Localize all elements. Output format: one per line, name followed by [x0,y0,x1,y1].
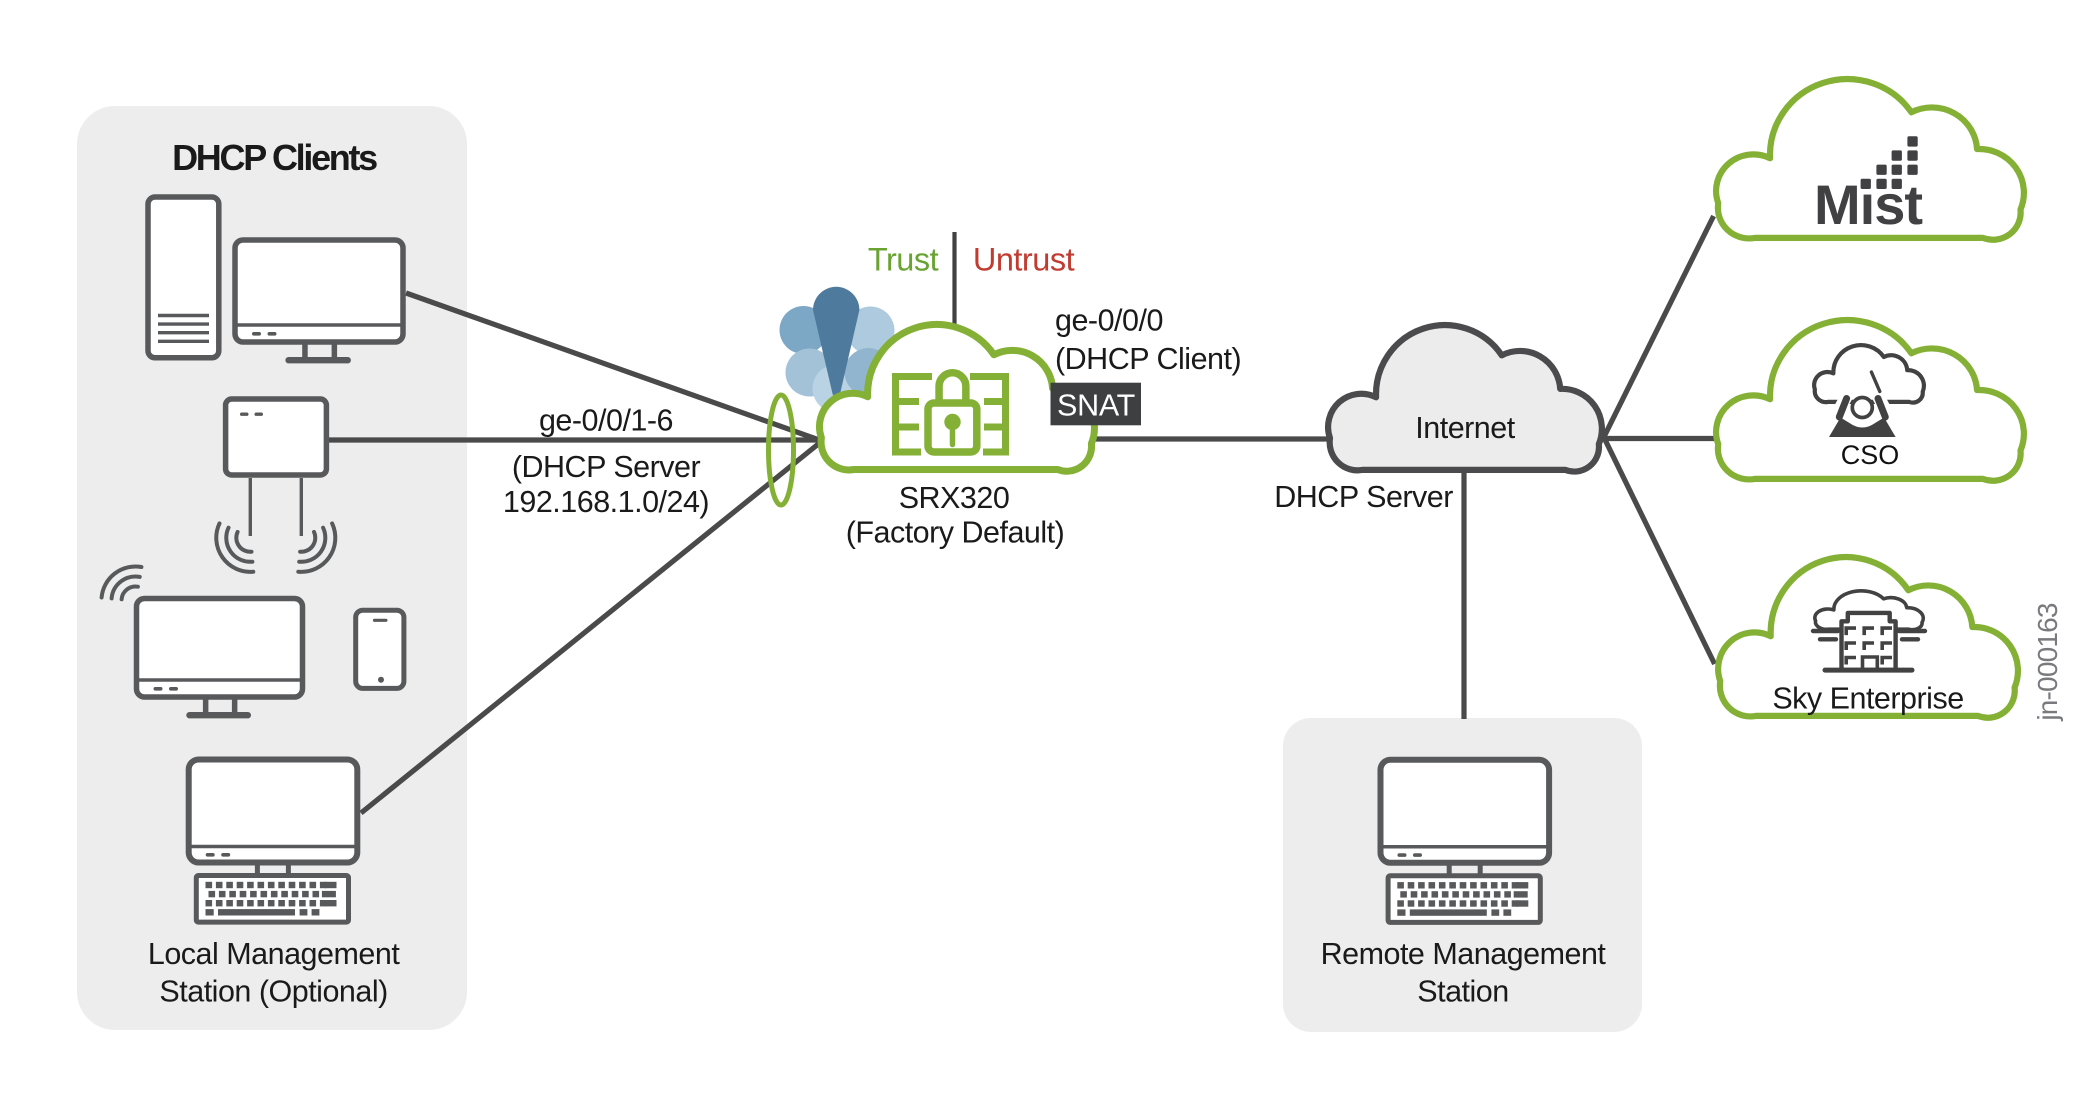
svg-text:Internet: Internet [1415,411,1515,445]
svg-text:ge-0/0/1-6: ge-0/0/1-6 [539,404,673,438]
svg-text:192.168.1.0/24): 192.168.1.0/24) [503,485,709,519]
svg-text:DHCP Server: DHCP Server [1274,480,1453,514]
svg-text:Station: Station [1417,975,1508,1009]
svg-text:Trust: Trust [868,242,939,278]
svg-text:(Factory Default): (Factory Default) [846,516,1065,550]
svg-text:DHCP Clients: DHCP Clients [172,137,377,178]
svg-text:Untrust: Untrust [973,242,1075,278]
svg-text:Mıst: Mıst [1814,173,1922,236]
svg-text:Station (Optional): Station (Optional) [159,975,387,1009]
svg-text:SNAT: SNAT [1057,389,1135,423]
svg-text:ge-0/0/0: ge-0/0/0 [1055,304,1163,338]
svg-text:Local Management: Local Management [148,937,400,971]
svg-text:CSO: CSO [1841,440,1900,470]
svg-text:(DHCP Client): (DHCP Client) [1055,342,1241,376]
svg-text:SRX320: SRX320 [899,481,1010,515]
svg-text:Sky Enterprise: Sky Enterprise [1772,682,1963,716]
svg-text:(DHCP Server: (DHCP Server [512,450,701,484]
svg-text:jn-000163: jn-000163 [2032,603,2063,722]
svg-text:Remote Management: Remote Management [1321,937,1607,971]
